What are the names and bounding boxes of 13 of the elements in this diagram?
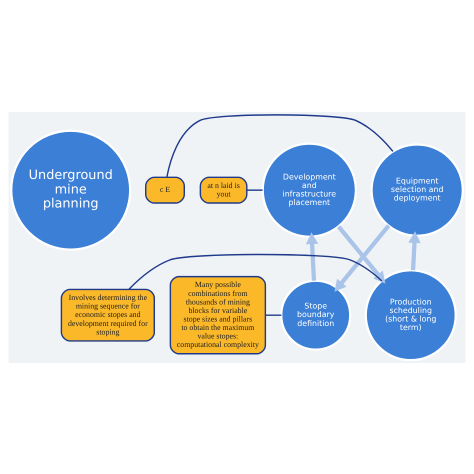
node-circle: Underground mine planning	[10, 129, 132, 250]
connector	[128, 253, 382, 290]
arrow	[408, 230, 421, 270]
node-box: c E	[145, 176, 185, 204]
node-box: Involves determining the mining sequence for economic stopes and development required for stoping	[60, 288, 155, 342]
connector	[166, 114, 394, 177]
node-box: Many possible combinations from thousands of mining blocks for variable stope sizes and pillars to obtain the maximum value stopes: computational complexity	[170, 275, 266, 354]
arrow	[337, 224, 386, 284]
node-box: at n laid is yout	[200, 176, 248, 204]
connector	[247, 188, 263, 190]
connector	[265, 314, 282, 316]
arrow	[306, 232, 318, 280]
arrow	[334, 224, 390, 292]
